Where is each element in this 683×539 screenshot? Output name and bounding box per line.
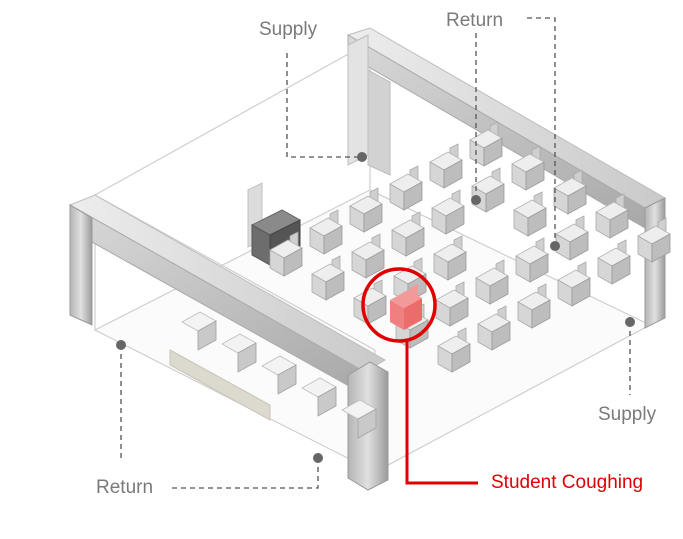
- frame-post-left: [69, 204, 93, 326]
- left-wall-top-edge: [94, 194, 376, 351]
- whiteboard: [169, 349, 271, 421]
- desk-unit: [555, 215, 589, 261]
- desk-front: [405, 227, 425, 257]
- desk-unit: [469, 121, 503, 167]
- desk-front: [365, 249, 385, 279]
- highlight-leader: [405, 341, 478, 485]
- desk-front: [529, 253, 549, 283]
- front-desk-unit: [181, 311, 217, 351]
- front-desk-unit: [221, 333, 257, 373]
- desk-unit: [511, 145, 545, 191]
- student-desks: [181, 121, 671, 439]
- desk-front: [357, 408, 377, 439]
- student-coughing-label: Student Coughing: [491, 472, 644, 493]
- desk-front: [611, 255, 631, 285]
- return-vent-front: [313, 453, 323, 463]
- front-desk-unit: [341, 399, 377, 439]
- desk-front: [531, 299, 551, 329]
- vent-markers: [116, 152, 635, 463]
- desk-unit: [513, 191, 547, 237]
- desk-unit: [389, 165, 423, 211]
- return-vent-top-right: [550, 241, 560, 251]
- desk-front: [447, 251, 467, 281]
- desk-front: [325, 271, 345, 301]
- desk-front: [485, 183, 505, 213]
- desk-front: [323, 225, 343, 255]
- desk-unit: [349, 187, 383, 233]
- desk-unit: [597, 239, 631, 285]
- desk-unit: [517, 283, 551, 329]
- leader-lines: [120, 17, 631, 489]
- desk-front: [317, 386, 337, 417]
- desk-unit: [435, 281, 469, 327]
- desk-unit: [437, 327, 471, 373]
- desk-unit: [433, 235, 467, 281]
- return-vent-left: [116, 340, 126, 350]
- supply-vent-back: [357, 152, 367, 162]
- front-desk-unit: [301, 377, 337, 417]
- desk-front: [483, 137, 503, 167]
- desk-front: [277, 364, 297, 395]
- desk-front: [525, 161, 545, 191]
- desk-unit: [351, 233, 385, 279]
- desk-unit: [431, 189, 465, 235]
- desk-unit: [269, 231, 303, 277]
- desk-unit: [553, 169, 587, 215]
- desk-front: [445, 205, 465, 235]
- desk-unit: [429, 143, 463, 189]
- frame-post-right: [644, 197, 666, 329]
- desk-front: [451, 343, 471, 373]
- desk-front: [489, 275, 509, 305]
- desk-front: [491, 321, 511, 351]
- desk-unit: [477, 305, 511, 351]
- desk-unit: [391, 211, 425, 257]
- desk-front: [197, 320, 217, 351]
- coughing-chair: [410, 284, 418, 300]
- desk-unit: [309, 209, 343, 255]
- desk-unit: [311, 255, 345, 301]
- desk-unit: [515, 237, 549, 283]
- supply-label-top: Supply: [259, 19, 318, 40]
- desk-unit: [471, 167, 505, 213]
- desk-front: [527, 207, 547, 237]
- desk-front: [449, 297, 469, 327]
- desk-front: [571, 277, 591, 307]
- desk-front: [363, 203, 383, 233]
- leader-supply-top: [286, 53, 362, 158]
- coughing-student-highlight: [361, 267, 478, 485]
- supply-vent-right: [625, 317, 635, 327]
- leader-return-top-right: [527, 17, 556, 246]
- desk-front: [569, 231, 589, 261]
- return-label-left: Return: [96, 477, 154, 498]
- highlight-circle: [361, 267, 437, 343]
- desk-front: [609, 209, 629, 239]
- supply-label-right: Supply: [598, 404, 657, 425]
- return-label-top: Return: [446, 10, 504, 31]
- desk-front: [283, 247, 303, 277]
- desk-unit: [595, 193, 629, 239]
- desk-front: [403, 181, 423, 211]
- desk-front: [651, 233, 671, 263]
- desk-unit: [637, 217, 671, 263]
- desk-unit: [557, 261, 591, 307]
- back-door-frame: [347, 34, 391, 176]
- return-vent-top: [471, 195, 481, 205]
- desk-front: [237, 342, 257, 373]
- leader-return-left-horiz: [172, 458, 319, 489]
- desk-front: [567, 185, 587, 215]
- desk-front: [367, 295, 387, 325]
- desk-unit: [475, 259, 509, 305]
- front-desk-unit: [261, 355, 297, 395]
- desk-front: [443, 159, 463, 189]
